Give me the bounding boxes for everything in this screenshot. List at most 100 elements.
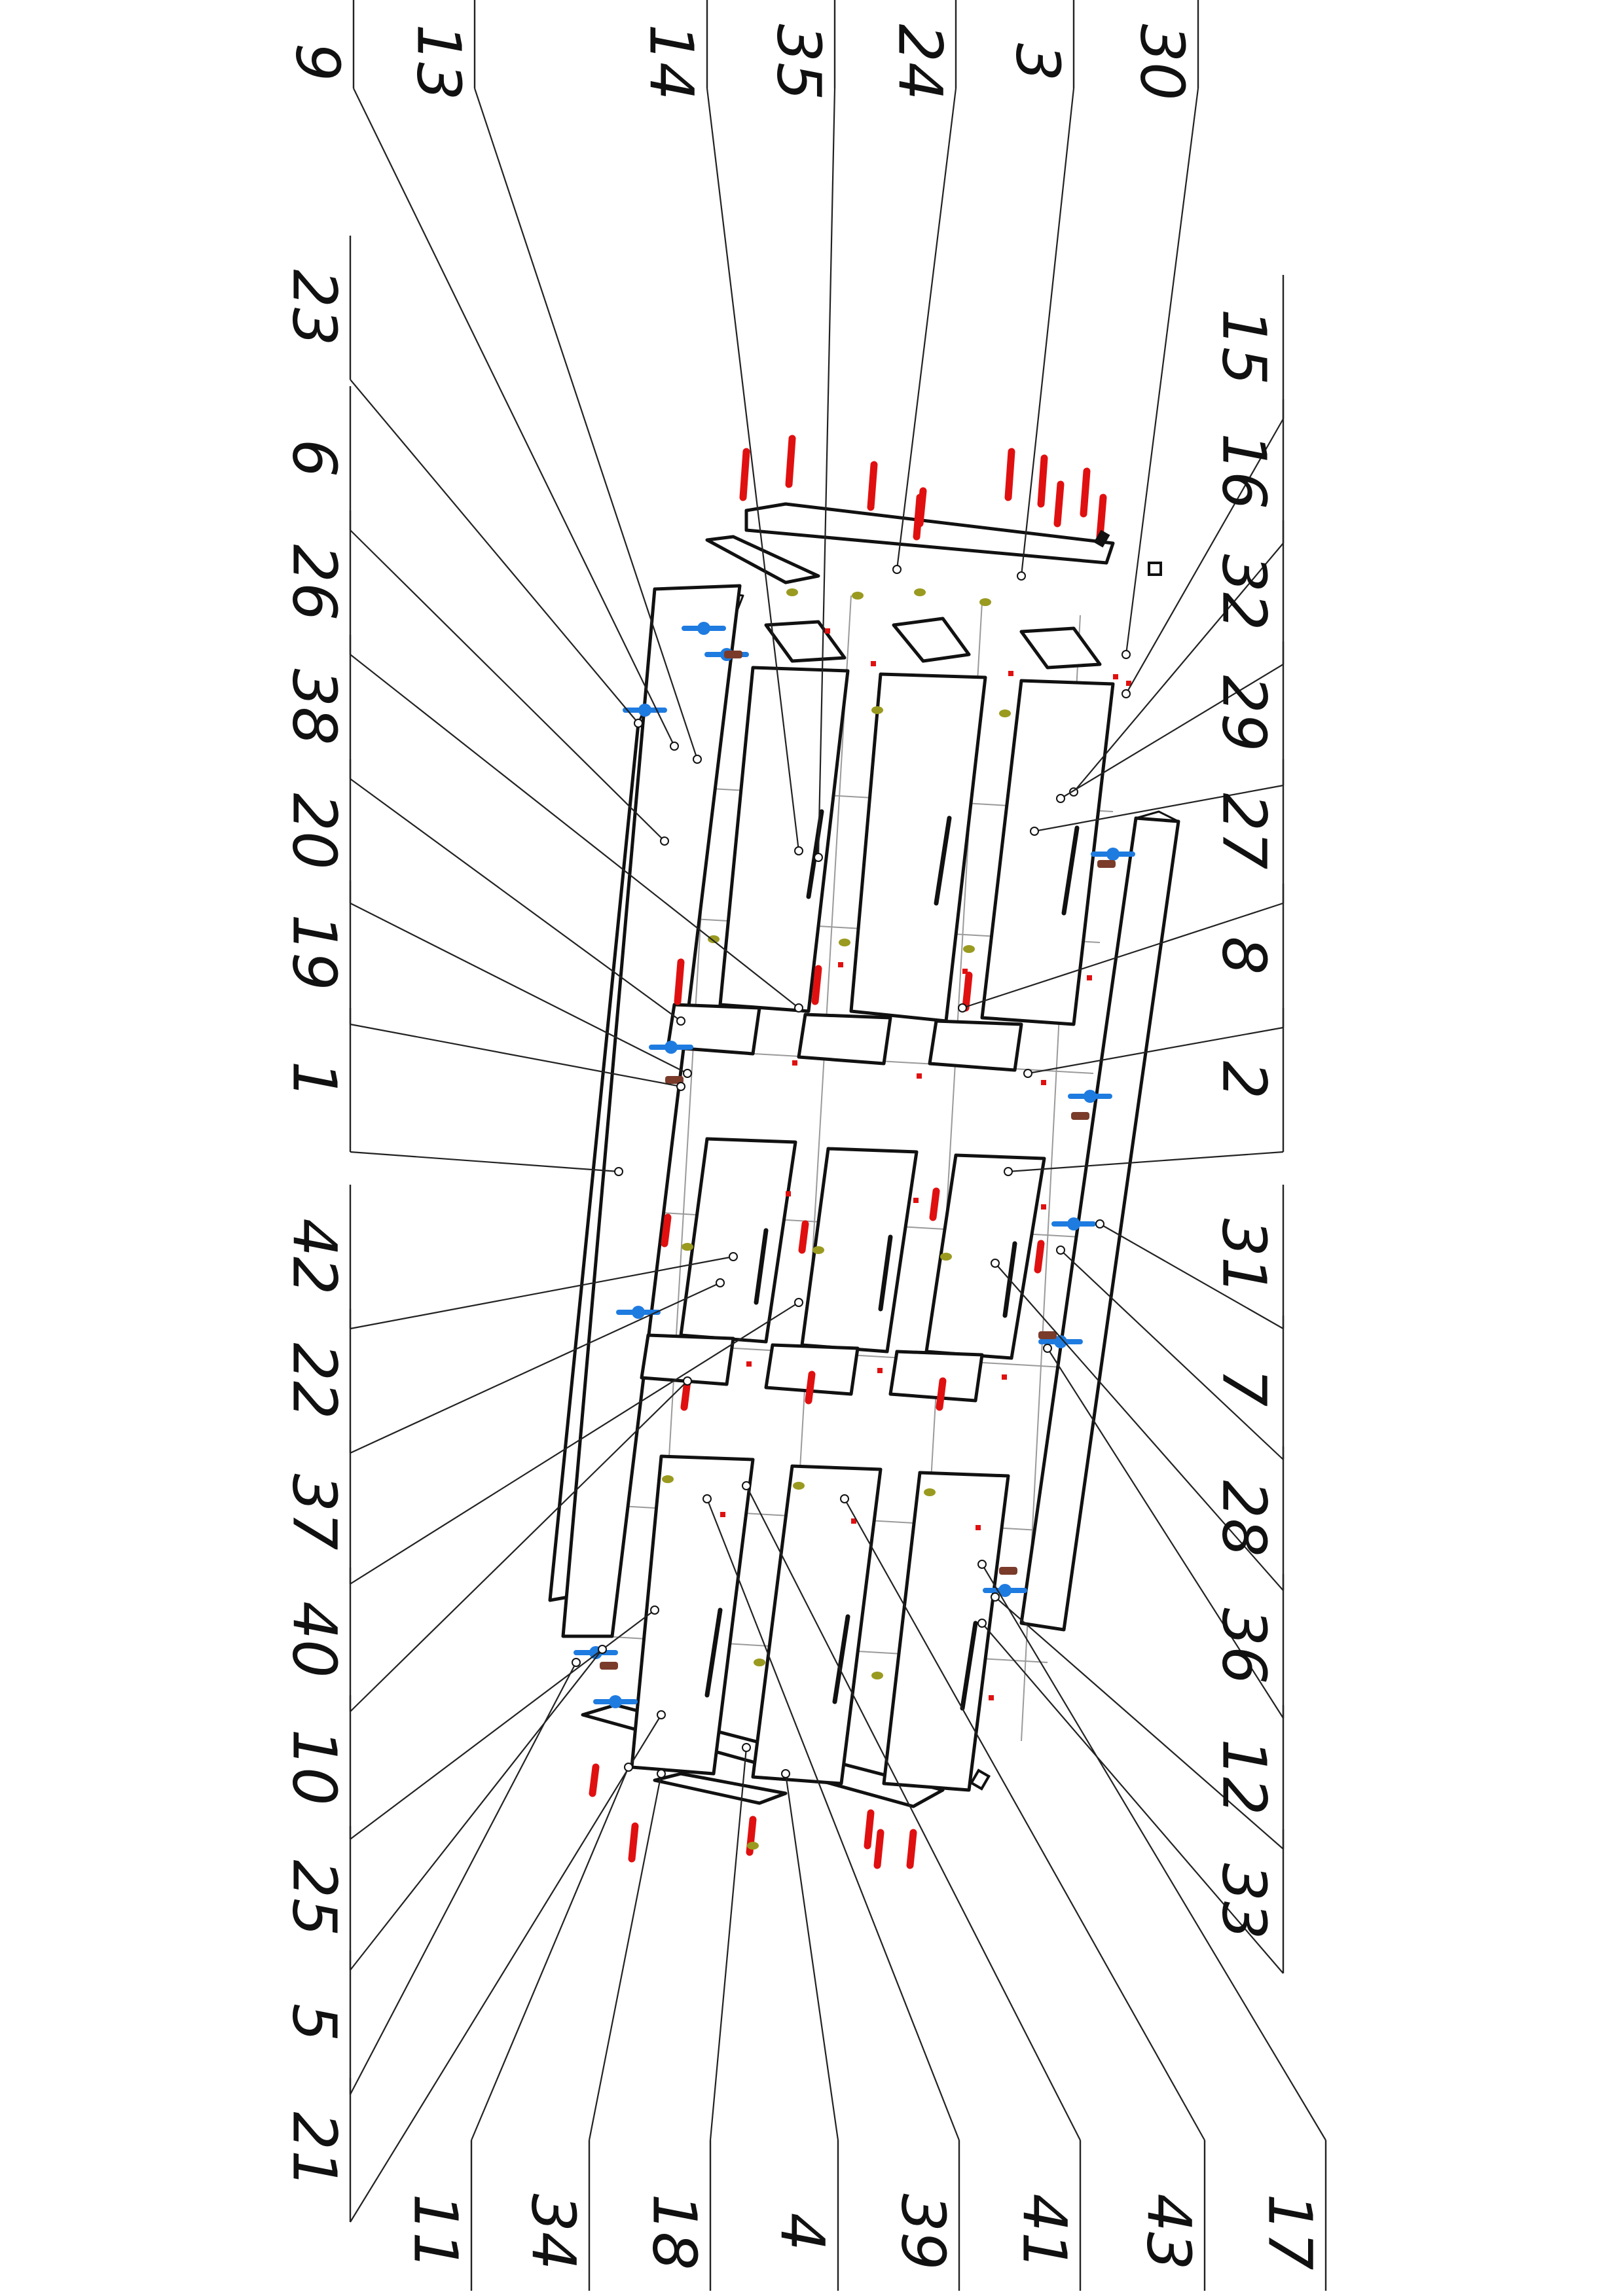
shelf-3c: [888, 1350, 984, 1403]
side-panel-right: [744, 502, 1115, 565]
dowel-icon: [871, 1672, 883, 1679]
hinge-plate-icon: [999, 1567, 1017, 1575]
leader-dot-25: [598, 1645, 607, 1654]
callout-label-33: 33: [1209, 1863, 1279, 1939]
confirmat-screw-icon: [864, 1809, 875, 1850]
hinge-plate-icon: [1071, 1112, 1089, 1120]
hinge-plate-icon: [665, 1076, 684, 1084]
shelf-2c: [928, 1019, 1023, 1072]
dowel-icon: [871, 706, 883, 714]
callout-label-31: 31: [1209, 1218, 1279, 1295]
drawer-front-3: [980, 679, 1115, 1026]
leader-dot-30: [1122, 650, 1131, 659]
pin-icon: [1087, 975, 1092, 980]
shelf-1c: [1019, 626, 1102, 670]
leader-line-4: [784, 1773, 839, 2141]
leader-line-11: [470, 1767, 630, 2141]
callout-label-2: 2: [1209, 1061, 1279, 1100]
confirmat-screw-icon: [798, 1220, 809, 1254]
leader-dot-3: [1017, 571, 1026, 581]
drawer-front-7: [630, 1454, 755, 1776]
leader-dot-12: [991, 1592, 1000, 1602]
leader-line-18: [709, 1747, 748, 2141]
confirmat-screw-icon: [962, 971, 973, 1012]
pin-icon: [877, 1368, 883, 1373]
confirmat-screw-icon: [906, 1829, 917, 1869]
callout-label-1: 1: [280, 1061, 350, 1100]
leader-dot-38: [676, 1016, 685, 1026]
leader-line-6: [350, 529, 665, 842]
leader-line-32: [1060, 664, 1284, 799]
pin-icon: [1002, 1374, 1007, 1380]
callout-label-10: 10: [280, 1729, 350, 1805]
pin-icon: [976, 1525, 981, 1530]
callout-label-27: 27: [1209, 793, 1279, 869]
leader-line-35: [817, 88, 836, 858]
cam-lock-icon: [983, 1584, 1027, 1597]
leader-dot-28: [991, 1259, 1000, 1268]
callout-label-19: 19: [280, 914, 350, 990]
dowel-icon: [747, 1842, 759, 1850]
dowel-icon: [924, 1488, 936, 1496]
leader-line-36: [1047, 1348, 1284, 1719]
callout-label-37: 37: [280, 1473, 350, 1550]
callout-label-38: 38: [280, 668, 350, 745]
handle-2: [934, 816, 952, 906]
callout-label-41: 41: [1010, 2193, 1080, 2270]
cam-lock-icon: [623, 704, 667, 717]
leader-dot-24: [892, 565, 902, 574]
leader-line-38: [350, 778, 682, 1022]
confirmat-screw-icon: [867, 461, 878, 511]
leader-line-43: [844, 1498, 1205, 2141]
callout-label-25: 25: [280, 1859, 350, 1936]
leader-dot-22: [716, 1278, 725, 1287]
callout-label-30: 30: [1127, 24, 1197, 100]
pin-icon: [1126, 681, 1131, 686]
pin-icon: [1113, 674, 1118, 679]
callout-label-14: 14: [636, 24, 706, 100]
confirmat-screw-icon: [785, 435, 796, 488]
leader-dot-43: [840, 1494, 849, 1503]
pin-icon: [1041, 1080, 1046, 1085]
drawer-front-4: [679, 1137, 797, 1344]
leader-line-17: [981, 1564, 1326, 2141]
cam-lock-icon: [649, 1041, 693, 1054]
leader-dot-23: [634, 719, 643, 728]
callout-label-8: 8: [1209, 937, 1279, 975]
callout-label-36: 36: [1209, 1607, 1279, 1684]
callout-label-3: 3: [1003, 43, 1073, 82]
leader-line-29: [1034, 784, 1284, 833]
pin-icon: [989, 1695, 994, 1700]
back-rail: [561, 584, 742, 1638]
leader-line-23: [350, 379, 639, 724]
cam-lock-icon: [1068, 1090, 1112, 1103]
hinge-plate-icon: [600, 1662, 618, 1670]
callout-label-28: 28: [1209, 1480, 1279, 1556]
shelf-2a: [666, 1003, 761, 1056]
leader-dot-40: [683, 1376, 692, 1386]
callout-label-24: 24: [885, 24, 955, 100]
dowel-icon: [662, 1475, 674, 1483]
confirmat-screw-icon: [936, 1377, 947, 1411]
callout-label-32: 32: [1209, 554, 1279, 630]
leader-dot-15: [1122, 689, 1131, 698]
pin-icon: [825, 628, 830, 634]
leader-line-30: [1125, 88, 1199, 655]
leader-line-5: [350, 1662, 577, 2095]
leader-dot-8: [1023, 1069, 1032, 1078]
leader-dot-10: [650, 1605, 659, 1615]
pin-icon: [851, 1518, 856, 1524]
shelf-2b: [797, 1013, 892, 1066]
callout-label-6: 6: [280, 439, 350, 478]
callout-label-15: 15: [1209, 308, 1279, 385]
leader-dot-19: [676, 1082, 685, 1091]
drawer-front-1: [718, 666, 850, 1013]
callout-label-42: 42: [280, 1218, 350, 1295]
leader-line-41: [746, 1485, 1081, 2141]
handle-7: [704, 1607, 723, 1698]
bracket-icon: [1148, 562, 1162, 576]
leader-line-27: [962, 902, 1284, 1009]
callout-label-20: 20: [280, 793, 350, 869]
